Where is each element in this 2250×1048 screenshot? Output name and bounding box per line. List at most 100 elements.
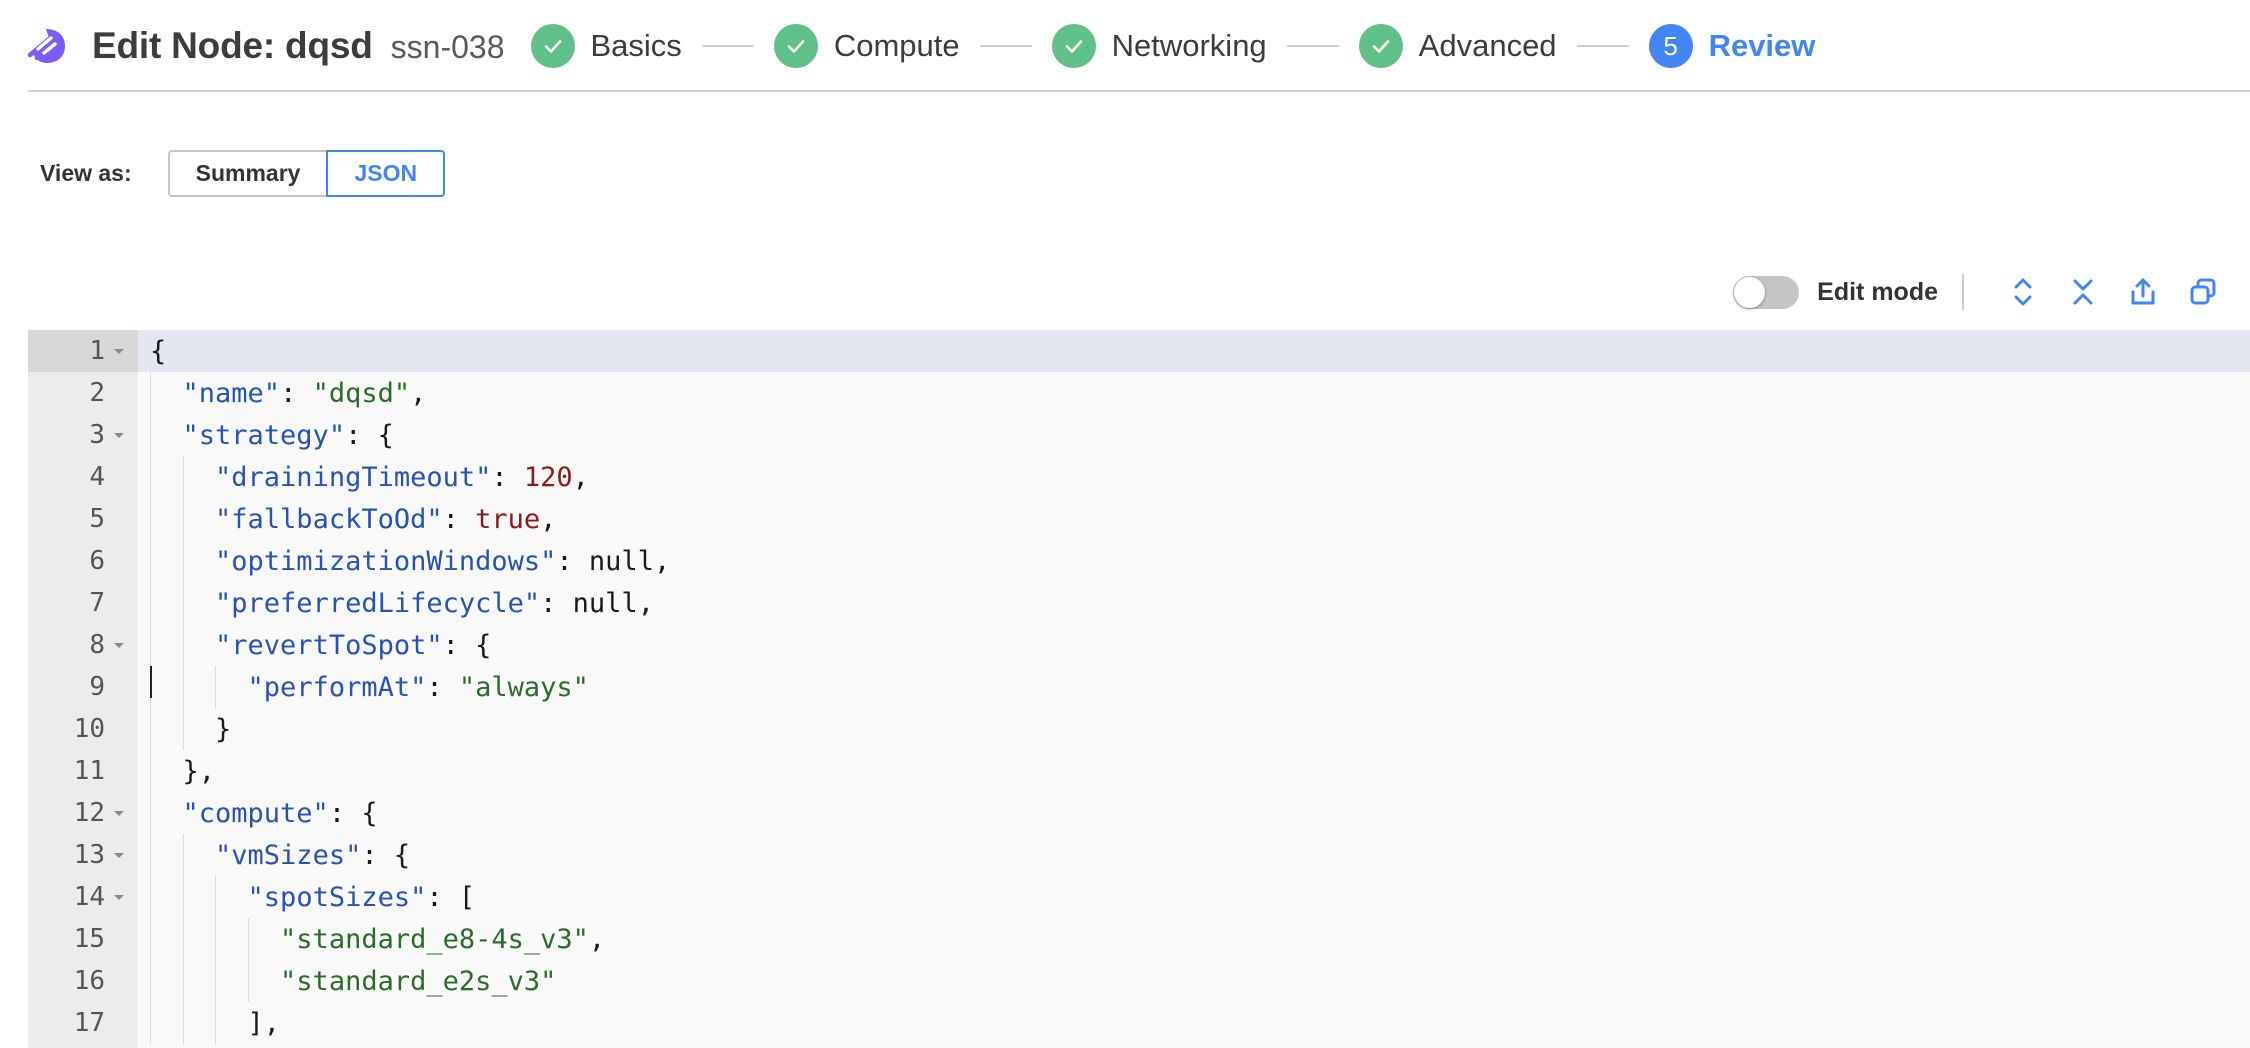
title-group: Edit Node: dqsd ssn-038 <box>92 25 505 67</box>
view-as-toggle-group: Summary JSON <box>167 150 446 197</box>
editor-lines[interactable]: 1{2 "name": "dqsd",3 "strategy": {4 "dra… <box>28 330 2250 1044</box>
token-key: "optimizationWindows" <box>215 545 557 577</box>
line-number-cell: 4 <box>28 456 138 498</box>
json-editor[interactable]: 1{2 "name": "dqsd",3 "strategy": {4 "dra… <box>28 330 2250 1048</box>
view-as-summary-button[interactable]: Summary <box>167 150 327 197</box>
token-key: "spotSizes" <box>247 881 427 913</box>
fold-arrow-icon[interactable] <box>108 890 130 904</box>
line-number: 12 <box>73 798 105 828</box>
expand-all-icon[interactable] <box>1998 270 2048 314</box>
step-basics[interactable]: Basics <box>530 24 682 68</box>
indent-guide <box>150 792 151 834</box>
line-content: "compute": { <box>138 798 378 829</box>
step-connector <box>701 45 754 47</box>
token-punc: : { <box>361 839 411 871</box>
editor-line[interactable]: 4 "drainingTimeout": 120, <box>28 456 2250 498</box>
editor-line[interactable]: 11 }, <box>28 750 2250 792</box>
editor-line[interactable]: 6 "optimizationWindows": null, <box>28 540 2250 582</box>
indent-guide <box>182 918 184 960</box>
line-number: 15 <box>73 924 105 954</box>
edit-mode-toggle[interactable] <box>1733 275 1800 309</box>
collapse-all-icon[interactable] <box>2058 270 2108 314</box>
step-networking[interactable]: Networking <box>1051 24 1267 68</box>
editor-line[interactable]: 3 "strategy": { <box>28 414 2250 456</box>
step-compute[interactable]: Compute <box>773 24 960 68</box>
export-icon[interactable] <box>2118 270 2168 314</box>
indent-guide <box>182 1002 184 1044</box>
editor-line[interactable]: 12 "compute": { <box>28 792 2250 834</box>
step-label: Basics <box>590 28 682 63</box>
indent-guide <box>182 582 184 624</box>
line-number: 4 <box>89 462 105 492</box>
indent-guide <box>215 666 217 708</box>
token-punc: , <box>572 461 589 493</box>
token-punc: , <box>653 545 671 577</box>
line-content: "standard_e8-4s_v3", <box>138 924 605 955</box>
indent-guide <box>150 750 151 792</box>
line-number-cell: 13 <box>28 834 138 876</box>
step-connector <box>1286 45 1339 47</box>
token-punc: : <box>442 503 476 535</box>
indent-guide <box>150 1002 151 1044</box>
editor-line[interactable]: 9 "performAt": "always" <box>28 666 2250 708</box>
line-number: 5 <box>89 504 105 534</box>
token-str: "dqsd" <box>312 377 411 409</box>
token-str: "standard_e2s_v3" <box>280 965 557 997</box>
step-label: Review <box>1708 28 1816 63</box>
indent-guide <box>150 918 151 960</box>
indent-guide <box>150 372 151 414</box>
fold-arrow-icon[interactable] <box>108 848 130 862</box>
token-punc: , <box>637 587 654 619</box>
line-number-cell: 2 <box>28 372 138 414</box>
view-as-json-button[interactable]: JSON <box>326 150 446 197</box>
token-key: "fallbackToOd" <box>215 503 443 535</box>
step-review[interactable]: 5 Review <box>1648 24 1816 68</box>
line-content: "fallbackToOd": true, <box>138 504 556 535</box>
indent-guide <box>150 414 151 456</box>
token-punc: : <box>280 377 313 409</box>
line-content: "vmSizes": { <box>138 840 410 871</box>
line-content: "name": "dqsd", <box>138 377 427 409</box>
line-number: 9 <box>89 672 105 702</box>
indent-guide <box>182 666 184 708</box>
editor-line[interactable]: 1{ <box>28 330 2250 372</box>
editor-line[interactable]: 16 "standard_e2s_v3" <box>28 960 2250 1002</box>
fold-arrow-icon[interactable] <box>108 806 130 820</box>
editor-line[interactable]: 5 "fallbackToOd": true, <box>28 498 2250 540</box>
line-number: 7 <box>89 588 105 618</box>
token-key: "preferredLifecycle" <box>215 587 541 619</box>
node-id-label: ssn-038 <box>390 29 505 65</box>
editor-line[interactable]: 7 "preferredLifecycle": null, <box>28 582 2250 624</box>
editor-line[interactable]: 8 "revertToSpot": { <box>28 624 2250 666</box>
wizard-stepper: Basics Compute Networking <box>530 24 2250 68</box>
line-number-cell: 5 <box>28 498 138 540</box>
indent-guide <box>150 834 151 876</box>
editor-line[interactable]: 13 "vmSizes": { <box>28 834 2250 876</box>
token-key: "vmSizes" <box>215 839 362 871</box>
token-key: "name" <box>182 377 281 409</box>
step-connector <box>979 45 1032 47</box>
fold-arrow-icon[interactable] <box>108 638 130 652</box>
fold-arrow-icon[interactable] <box>108 344 130 358</box>
copy-icon[interactable] <box>2178 270 2228 314</box>
line-number-cell: 11 <box>28 750 138 792</box>
token-punc: : <box>540 587 573 619</box>
indent-guide <box>182 960 184 1002</box>
editor-gutter <box>28 330 138 1048</box>
line-content: { <box>138 336 166 367</box>
indent-guide <box>150 582 151 624</box>
editor-line[interactable]: 2 "name": "dqsd", <box>28 372 2250 414</box>
editor-line[interactable]: 14 "spotSizes": [ <box>28 876 2250 918</box>
indent-guide <box>215 876 217 918</box>
editor-line[interactable]: 10 } <box>28 708 2250 750</box>
indent-guide <box>150 708 151 750</box>
token-punc: ], <box>247 1007 281 1039</box>
line-number: 14 <box>73 882 105 912</box>
editor-line[interactable]: 15 "standard_e8-4s_v3", <box>28 918 2250 960</box>
step-advanced[interactable]: Advanced <box>1358 24 1557 68</box>
token-null: null <box>572 587 638 619</box>
editor-line[interactable]: 17 ], <box>28 1002 2250 1044</box>
indent-guide <box>150 456 151 498</box>
fold-arrow-icon[interactable] <box>108 428 130 442</box>
token-key: "drainingTimeout" <box>215 461 492 493</box>
